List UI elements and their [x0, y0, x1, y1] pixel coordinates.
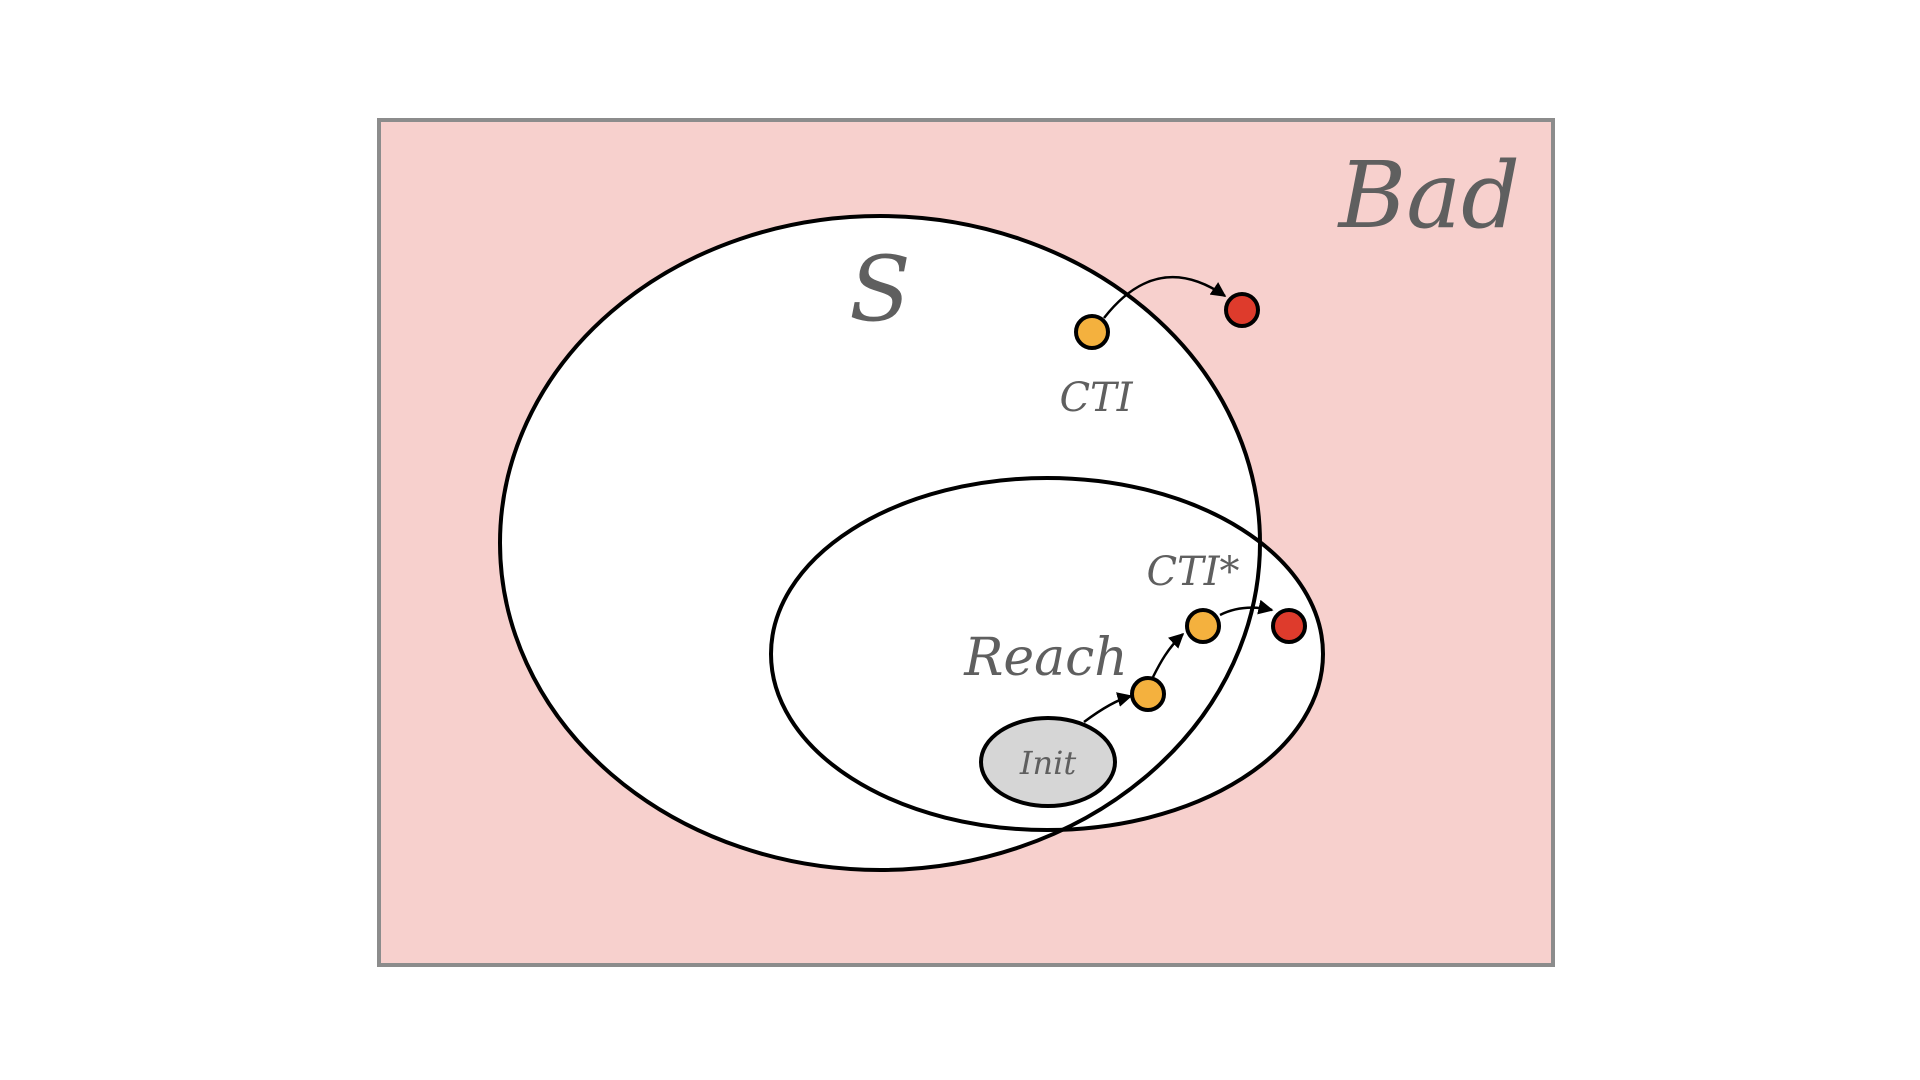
init-region	[979, 716, 1117, 808]
init-label: Init	[1019, 744, 1076, 782]
path-state-dot-1	[1130, 676, 1166, 712]
cti-state-dot	[1074, 314, 1110, 350]
reach-label: Reach	[963, 628, 1128, 688]
reach-region-fill	[771, 478, 1323, 830]
path-bad-state-dot	[1271, 608, 1307, 644]
reach-region	[769, 476, 1325, 832]
cti-transition-arrow	[1103, 275, 1227, 319]
cti-star-label: CTI*	[1146, 549, 1239, 595]
bad-label: Bad	[1337, 142, 1520, 249]
cti-successor-dot	[1224, 292, 1260, 328]
path2-to-bad-arrow	[1219, 599, 1274, 617]
path1-to-path2-arrow	[1151, 632, 1185, 678]
path-state-dot-2	[1185, 608, 1221, 644]
s-label: S	[849, 237, 911, 342]
init-to-path1-arrow	[1083, 692, 1133, 724]
cti-label: CTI	[1059, 375, 1133, 421]
